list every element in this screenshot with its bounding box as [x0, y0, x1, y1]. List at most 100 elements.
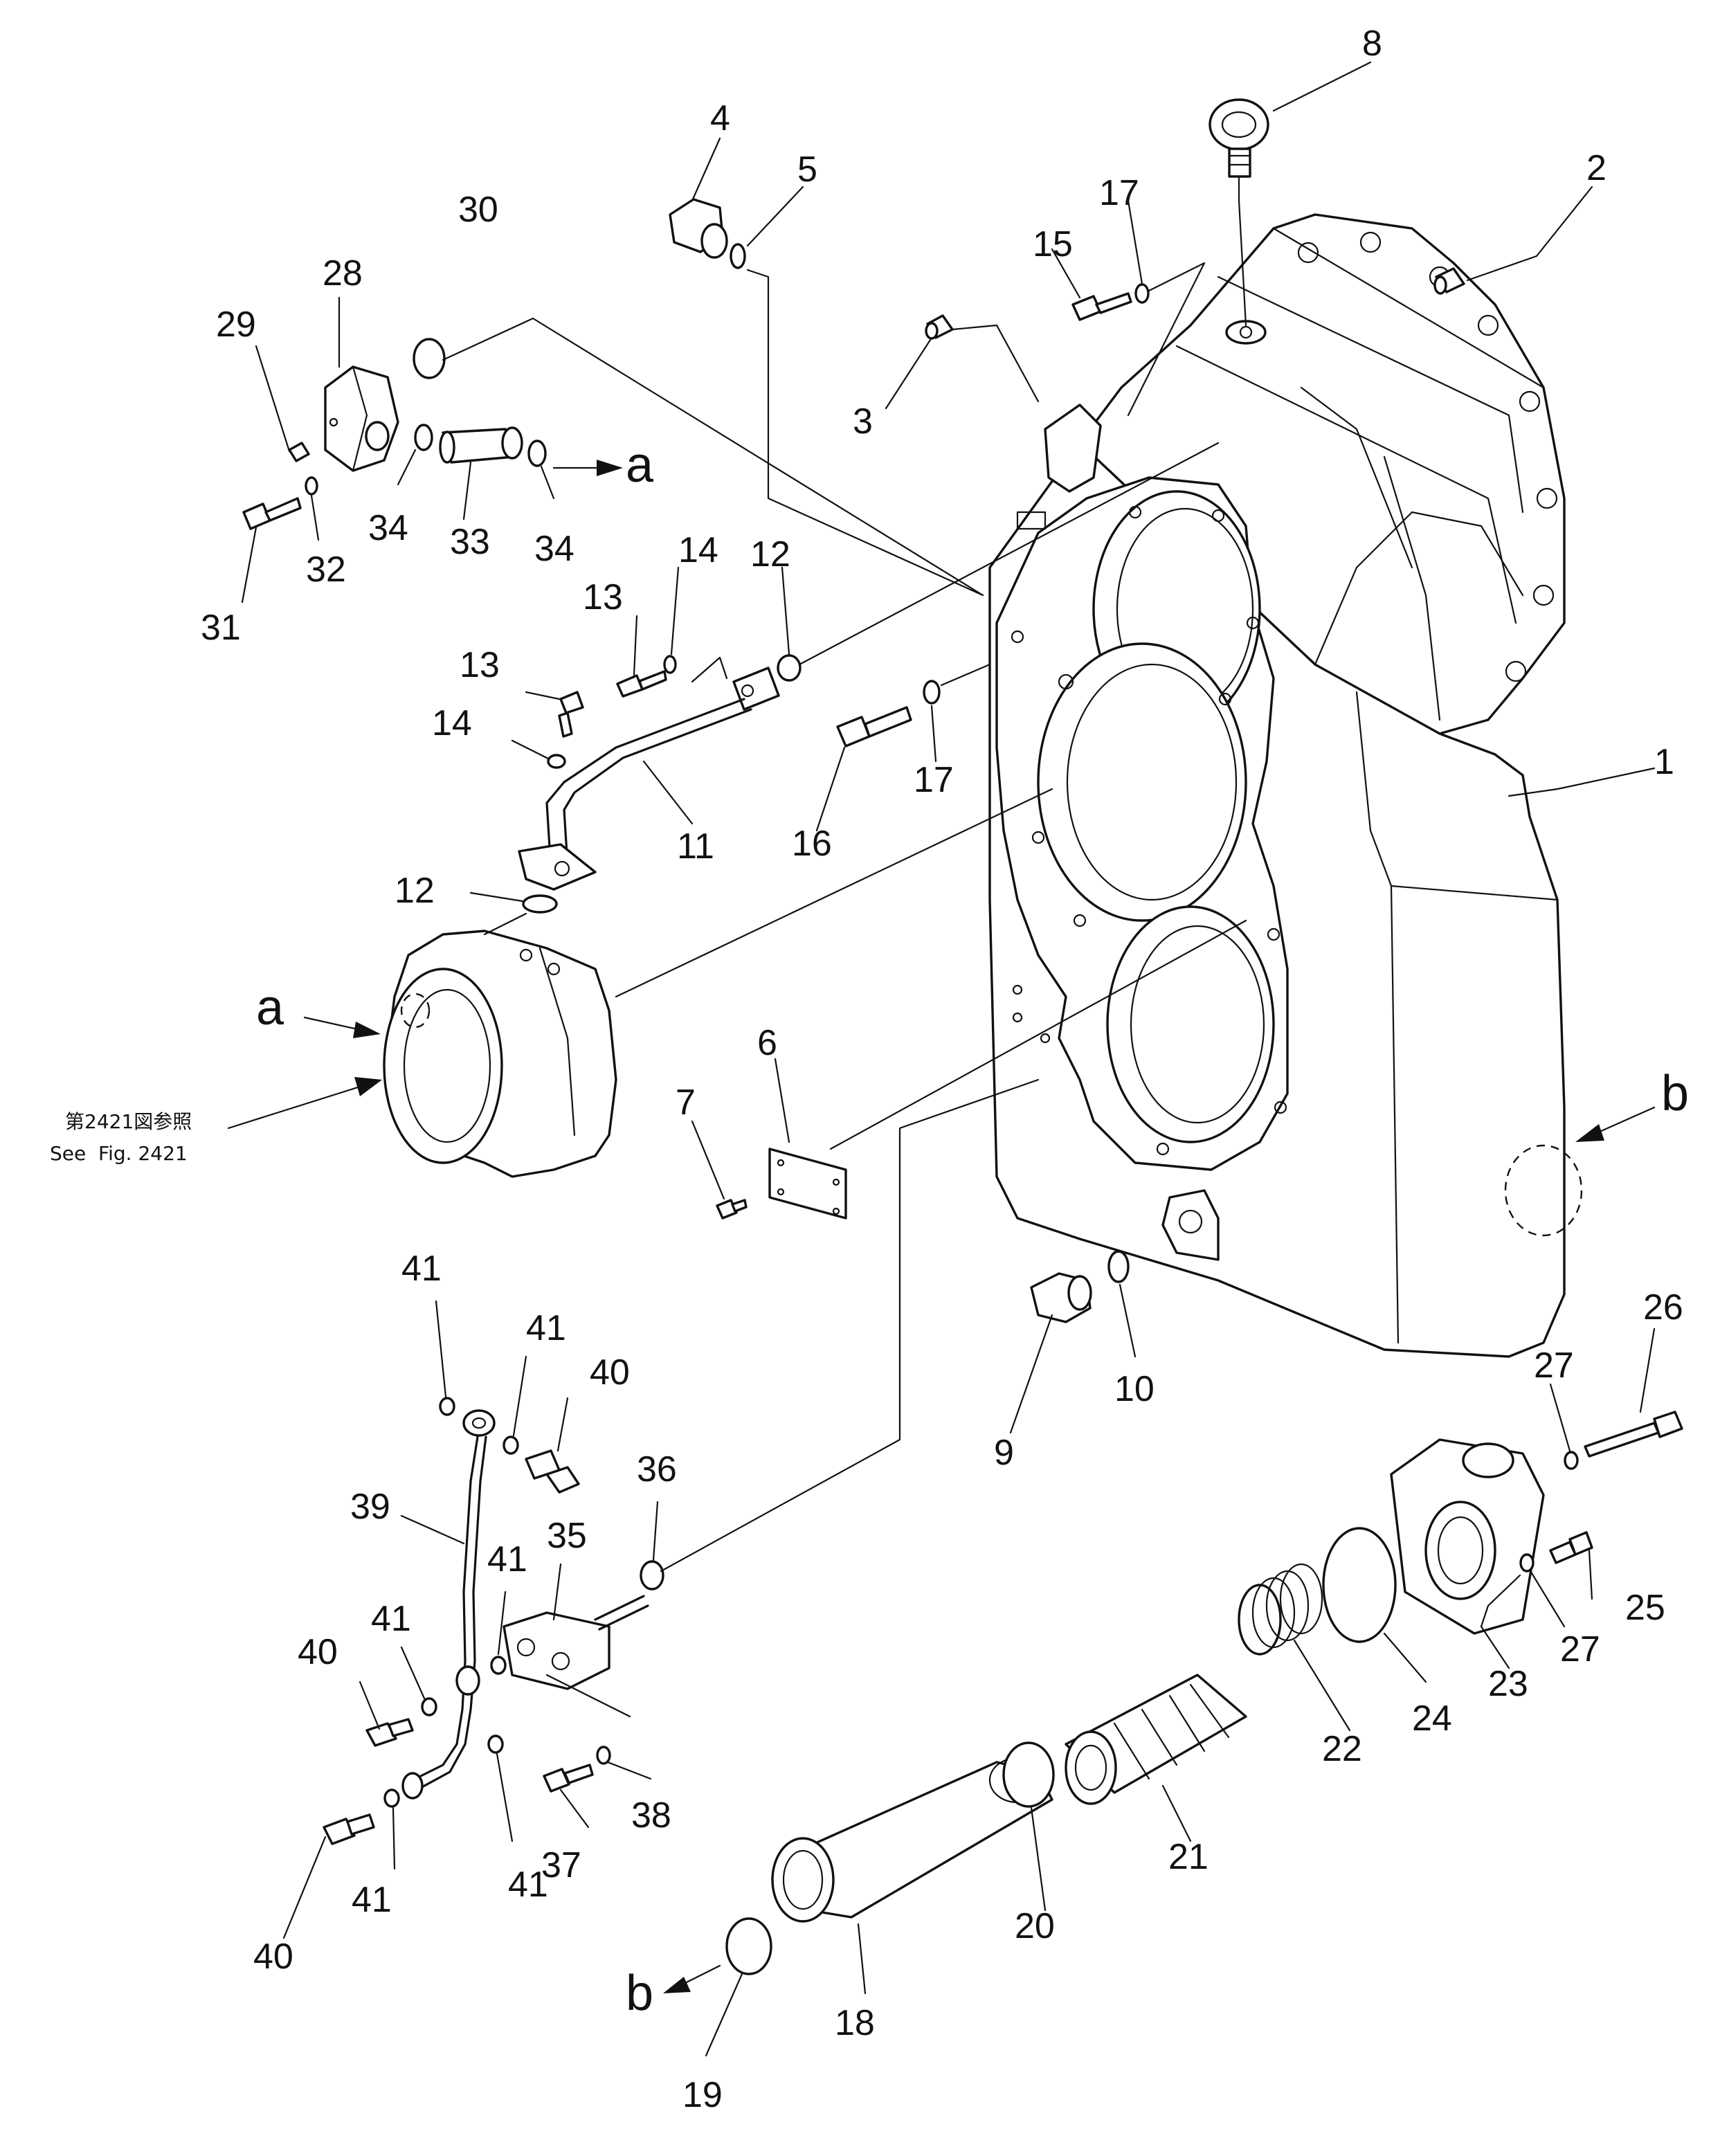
banjo-bolt-40c	[323, 1813, 375, 1845]
part-label: 19	[682, 2075, 723, 2115]
fitting-33	[439, 426, 523, 464]
o-ring-30	[413, 338, 446, 379]
spring-22	[1238, 1563, 1323, 1656]
part-label: 41	[487, 1539, 527, 1579]
bolt-31	[242, 497, 302, 530]
adapter-35	[503, 1595, 649, 1690]
bolt-13b	[558, 691, 584, 738]
reference-note-en: See Fig. 2421	[50, 1142, 188, 1165]
arrow-label-a: a	[626, 437, 654, 493]
o-ring-19	[725, 1917, 772, 1975]
banjo-bolt-40a	[525, 1449, 580, 1494]
part-label: 24	[1412, 1698, 1452, 1739]
part-label: 7	[676, 1082, 696, 1123]
part-label: 8	[1362, 24, 1382, 64]
washer-14b	[547, 754, 566, 769]
part-label: 2	[1586, 148, 1606, 188]
plug-3	[925, 314, 954, 340]
part-label: 13	[583, 577, 623, 617]
bolt-37	[543, 1764, 594, 1793]
washer-17	[1134, 283, 1150, 304]
part-label: 18	[835, 2003, 875, 2043]
part-label: 39	[350, 1487, 390, 1527]
part-label: 4	[710, 98, 730, 138]
part-label: 31	[201, 608, 241, 648]
bolt-26	[1584, 1411, 1683, 1458]
leader-lines	[227, 61, 1656, 2057]
cover-plate-6	[768, 1148, 847, 1220]
o-ring-36	[640, 1560, 664, 1591]
torque-converter-housing	[383, 930, 617, 1178]
part-label: 13	[460, 645, 500, 685]
washer-41b	[503, 1435, 519, 1455]
part-label: 26	[1643, 1287, 1683, 1328]
washer-27b	[1519, 1553, 1535, 1573]
part-label: 41	[371, 1599, 411, 1639]
part-label: 17	[1099, 173, 1139, 213]
part-label: 5	[797, 150, 817, 190]
part-label: 38	[631, 1795, 671, 1836]
part-label: 21	[1168, 1837, 1209, 1877]
part-label: 40	[298, 1632, 338, 1672]
part-label: 33	[450, 522, 490, 562]
face-bolt-holes	[1011, 505, 1287, 1156]
bolt-15	[1071, 292, 1132, 321]
filter-element-21	[1065, 1674, 1247, 1805]
part-label: 30	[458, 190, 498, 230]
filter-head-23	[1390, 1438, 1545, 1635]
part-label: 34	[534, 529, 574, 569]
washer-41a	[439, 1397, 455, 1416]
o-ring-12a	[777, 654, 802, 682]
o-ring-34b	[527, 440, 547, 467]
washer-14a	[663, 655, 677, 674]
filter-case-18	[771, 1757, 1053, 1923]
part-label: 37	[541, 1845, 581, 1885]
part-label: 40	[590, 1352, 630, 1393]
part-label: 27	[1534, 1346, 1574, 1386]
part-label: 16	[792, 824, 832, 864]
bolt-13a	[616, 670, 667, 698]
oil-tube-11	[518, 667, 780, 891]
washer-41f	[383, 1788, 400, 1808]
cap-4	[669, 198, 728, 259]
screw-7	[716, 1199, 748, 1220]
banjo-bolt-40b	[365, 1718, 414, 1747]
part-label: 14	[678, 530, 718, 570]
arrow-label-b: b	[1661, 1066, 1689, 1121]
bolt-25	[1549, 1531, 1593, 1564]
part-label: 32	[306, 550, 346, 590]
part-label: 12	[750, 534, 790, 574]
figure-reference-note: 第2421図参照 See Fig. 2421	[50, 1110, 192, 1165]
washer-41d	[490, 1656, 507, 1675]
part-label: 41	[401, 1249, 442, 1289]
reference-note-jp: 第2421図参照	[65, 1110, 192, 1133]
arrow-letter-labels: a a b b	[256, 437, 1689, 2021]
part-label: 20	[1015, 1906, 1055, 1946]
part-label: 12	[395, 871, 435, 911]
part-label: 14	[432, 703, 472, 743]
arrow-label-a: a	[256, 980, 284, 1035]
part-label: 35	[547, 1516, 587, 1556]
part-label: 28	[323, 253, 363, 293]
bolt-16	[836, 706, 912, 748]
o-ring-10	[1107, 1250, 1130, 1283]
part-label: 29	[216, 305, 256, 345]
part-label: 34	[368, 508, 408, 548]
part-label: 40	[253, 1937, 293, 1977]
washer-41c	[421, 1697, 437, 1716]
washer-32	[305, 476, 318, 496]
part-label: 41	[352, 1880, 392, 1920]
part-label: 10	[1114, 1369, 1155, 1409]
drain-plug-9	[1030, 1272, 1092, 1323]
plug-29	[288, 442, 310, 462]
part-label: 36	[637, 1449, 677, 1489]
part-label: 41	[508, 1865, 548, 1905]
part-label: 41	[526, 1308, 566, 1348]
washer-27a	[1564, 1451, 1579, 1470]
part-label: 17	[914, 760, 954, 800]
oil-line-39	[401, 1409, 496, 1800]
part-label: 1	[1654, 742, 1674, 782]
part-label: 22	[1322, 1729, 1362, 1769]
